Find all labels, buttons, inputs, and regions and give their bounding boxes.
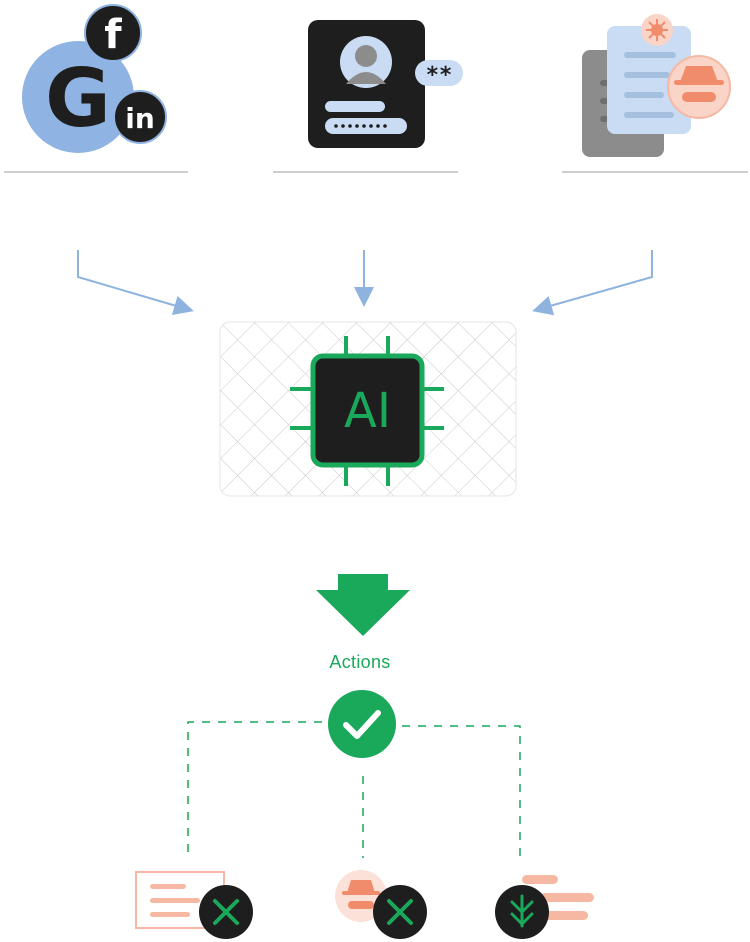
documents-icon [582,14,731,157]
actions-label: Actions [329,652,391,672]
password-dots [334,124,387,128]
spy-icon [667,55,731,119]
google-icon: G [45,52,111,145]
input-arrows [77,250,653,316]
down-arrow-icon [316,574,410,636]
password-tooltip [415,60,463,86]
credentials-icon: ** [308,20,463,148]
linkedin-circle [113,90,167,144]
blocked-spy-icon [335,870,427,939]
facebook-icon: f [104,12,122,58]
password-stars: ** [426,63,453,88]
ai-processor: AI [219,321,517,497]
action-branches [187,721,521,858]
social-login-icon: G f in [22,4,167,153]
arrow-left [77,250,194,316]
linkedin-icon: in [125,102,155,135]
chip-label: AI [344,383,391,439]
blocked-document-icon [135,871,253,939]
password-field [325,118,407,134]
arrow-right [532,250,653,316]
chip-icon [310,353,425,468]
username-field [325,101,385,112]
download-icon [495,875,594,939]
chip-pins [290,336,444,486]
facebook-circle [84,4,142,62]
google-circle [22,41,134,153]
avatar-body [346,72,386,84]
check-icon [328,690,396,758]
avatar-head [355,45,377,67]
